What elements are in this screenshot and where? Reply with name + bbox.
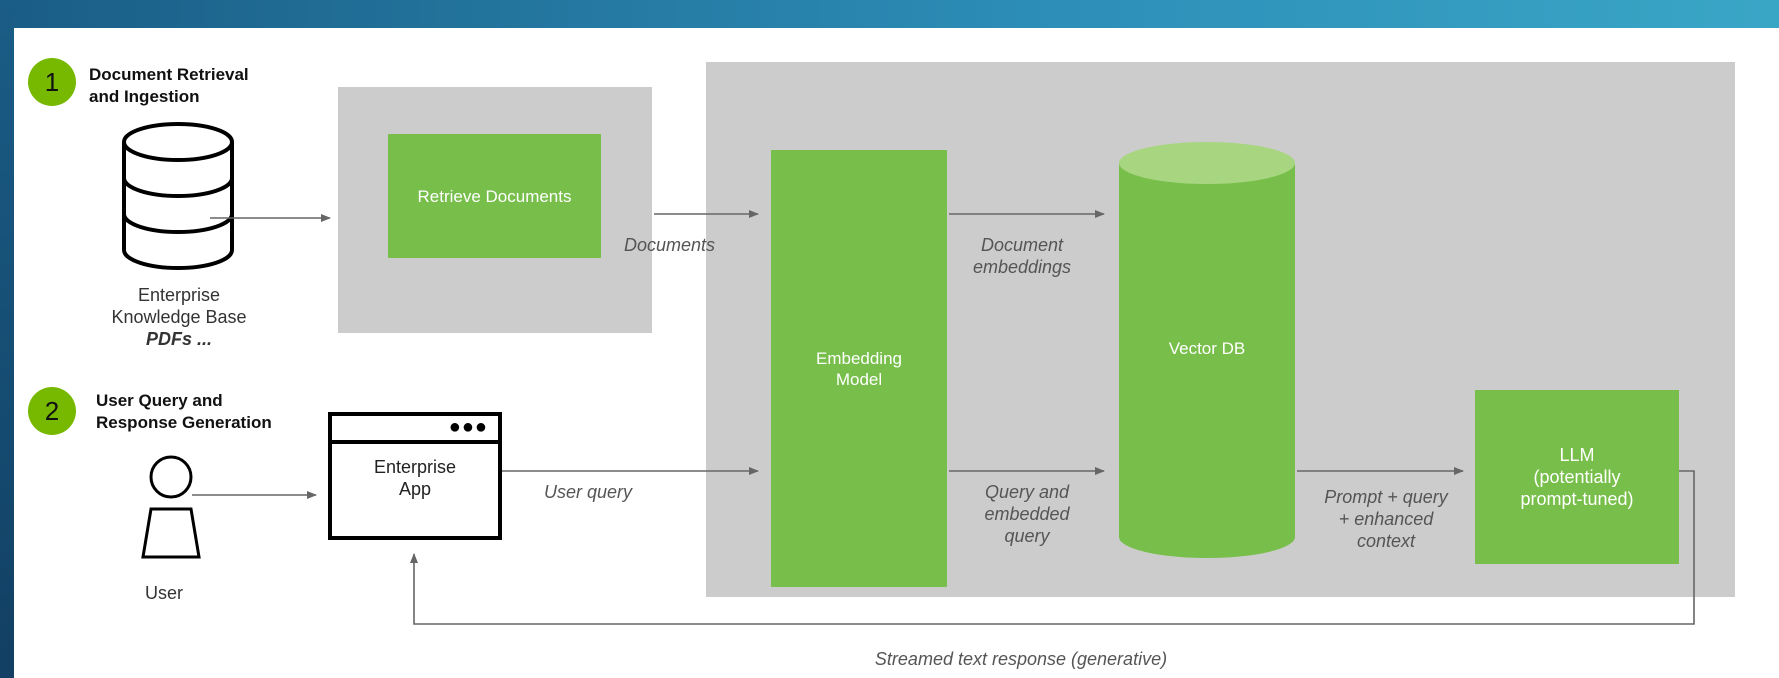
prompt-context-line2: + enhanced bbox=[1338, 509, 1434, 529]
embedding-model-line2: Model bbox=[835, 369, 883, 389]
step-1-label-line1: Document Retrieval bbox=[89, 65, 249, 84]
arrow-llm-response-to-app bbox=[410, 470, 1695, 625]
enterprise-app-line1: Enterprise bbox=[373, 457, 457, 477]
prompt-context-line1: Prompt + query bbox=[1324, 487, 1448, 507]
embedding-model-line1: Embedding bbox=[815, 348, 902, 368]
knowledge-base-line2: Knowledge Base bbox=[111, 307, 247, 327]
step-2-badge: 2 bbox=[28, 387, 76, 435]
knowledge-base-label: Enterprise Knowledge Base PDFs ... bbox=[64, 284, 294, 350]
step-1-label: Document Retrieval and Ingestion bbox=[89, 64, 249, 108]
llm-line1: LLM bbox=[1559, 445, 1595, 465]
query-embedded-label: Query and embedded query bbox=[957, 481, 1097, 547]
step-2-label: User Query and Response Generation bbox=[96, 390, 272, 434]
window-menu-dots-icon: ●●● bbox=[448, 416, 488, 438]
enterprise-app-window: ●●● Enterprise App bbox=[328, 412, 502, 540]
user-icon bbox=[141, 455, 201, 559]
retrieve-documents-label: Retrieve Documents bbox=[417, 186, 572, 206]
step-1-number: 1 bbox=[44, 66, 60, 97]
query-embedded-line3: query bbox=[1004, 526, 1050, 546]
connector-arrows bbox=[192, 210, 1695, 625]
database-icon bbox=[122, 122, 234, 270]
document-embeddings-line1: Document bbox=[980, 235, 1064, 255]
document-embeddings-label: Document embeddings bbox=[952, 234, 1092, 278]
enterprise-app-label: Enterprise App bbox=[332, 456, 498, 500]
prompt-context-line3: context bbox=[1356, 531, 1416, 551]
knowledge-base-line3: PDFs ... bbox=[145, 329, 212, 349]
query-embedded-line2: embedded bbox=[984, 504, 1070, 524]
knowledge-base-line1: Enterprise bbox=[137, 285, 221, 305]
llm-line3: prompt-tuned) bbox=[1520, 489, 1634, 509]
documents-edge-label: Documents bbox=[624, 235, 716, 255]
vector-db-label-area: Vector DB bbox=[1119, 328, 1295, 368]
retrieve-documents-box: Retrieve Documents bbox=[388, 134, 601, 258]
enterprise-app-line2: App bbox=[398, 479, 432, 499]
step-1-badge: 1 bbox=[28, 58, 76, 106]
left-border-band bbox=[0, 0, 14, 678]
step-2-label-line2: Response Generation bbox=[96, 413, 272, 432]
diagram-canvas: 1 Document Retrieval and Ingestion 2 Use… bbox=[14, 28, 1779, 678]
step-2-label-line1: User Query and bbox=[96, 391, 223, 410]
top-border-band bbox=[0, 0, 1779, 28]
user-query-label: User query bbox=[544, 482, 633, 502]
step-2-number: 2 bbox=[44, 395, 60, 426]
app-titlebar: ●●● bbox=[332, 416, 498, 444]
document-embeddings-line2: embeddings bbox=[972, 257, 1072, 277]
embedding-model-box: Embedding Model bbox=[771, 150, 947, 587]
user-label: User bbox=[144, 583, 183, 603]
llm-line2: (potentially bbox=[1533, 467, 1621, 487]
vector-db-cylinder bbox=[1119, 142, 1295, 558]
prompt-context-label: Prompt + query + enhanced context bbox=[1296, 486, 1476, 552]
query-embedded-line1: Query and bbox=[984, 482, 1070, 502]
step-1-label-line2: and Ingestion bbox=[89, 87, 200, 106]
llm-box: LLM (potentially prompt-tuned) bbox=[1475, 390, 1679, 564]
vector-db-label: Vector DB bbox=[1168, 338, 1246, 358]
streamed-response-label: Streamed text response (generative) bbox=[874, 649, 1168, 669]
